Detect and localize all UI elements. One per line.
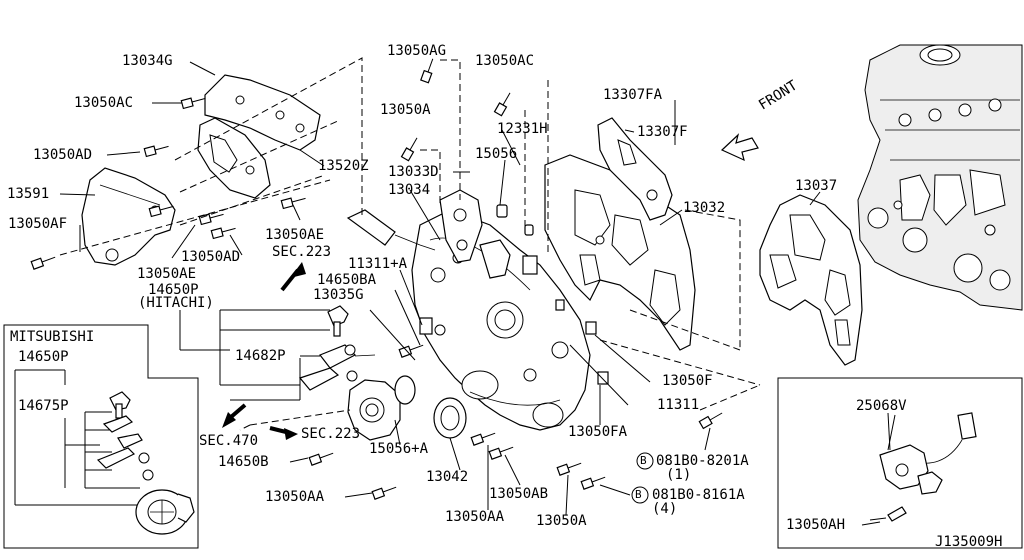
vacuum-pump-hitachi xyxy=(298,305,416,441)
oil-seal-13042 xyxy=(433,397,467,439)
label-14675P: 14675P xyxy=(18,398,69,414)
label-15056: 15056 xyxy=(475,146,518,162)
label-13050AC-left: 13050AC xyxy=(74,95,134,111)
label-13050AF: 13050AF xyxy=(8,216,68,232)
label-14650P-mitsu: 14650P xyxy=(18,349,69,365)
label-13050FA: 13050FA xyxy=(568,424,628,440)
label-14682P: 14682P xyxy=(235,348,286,364)
label-13050F: 13050F xyxy=(662,373,713,389)
bolts xyxy=(30,58,723,500)
gasket-13307F xyxy=(597,117,673,221)
label-sec223-bottom: SEC.223 xyxy=(301,426,361,442)
front-timing-cover xyxy=(411,209,591,431)
label-sec470: SEC.470 xyxy=(199,433,259,449)
label-13050AD-left: 13050AD xyxy=(33,147,93,163)
label-13050AG: 13050AG xyxy=(387,43,447,59)
diagram-id: J135009H xyxy=(935,534,1003,550)
label-13050AA-left: 13050AA xyxy=(265,489,325,505)
label-14650BA: 14650BA xyxy=(317,272,377,288)
label-25068V: 25068V xyxy=(856,398,907,414)
label-14650B: 14650B xyxy=(218,454,269,470)
mitsubishi-inset-box xyxy=(3,324,199,549)
dashed-guide-lines xyxy=(59,57,761,431)
label-11311A: 11311+A xyxy=(348,256,408,272)
small-parts xyxy=(419,204,609,385)
bolt-markers xyxy=(631,452,654,504)
mitsubishi-vacuum-pump-parts xyxy=(96,391,195,535)
cover-13591 xyxy=(81,167,176,266)
label-13050AC-mid: 13050AC xyxy=(475,53,535,69)
label-15056A: 15056+A xyxy=(369,441,429,457)
label-12331H: 12331H xyxy=(497,121,548,137)
chain-tensioner xyxy=(346,209,436,251)
label-13035G: 13035G xyxy=(313,287,364,303)
label-13591: 13591 xyxy=(7,186,50,202)
label-13037: 13037 xyxy=(795,178,838,194)
bolt-marker-2: B xyxy=(635,488,642,501)
label-13042: 13042 xyxy=(426,469,469,485)
label-bolt2-qty: (4) xyxy=(652,501,678,517)
label-hitachi: (HITACHI) xyxy=(138,295,214,311)
label-13050A-top: 13050A xyxy=(380,102,431,118)
leader-lines xyxy=(59,61,891,526)
label-13520Z: 13520Z xyxy=(318,158,369,174)
label-13050AA-bottom: 13050AA xyxy=(445,509,505,525)
label-13033D: 13033D xyxy=(388,164,439,180)
sensor-inset-box xyxy=(777,377,1023,549)
oil-pump-assembly xyxy=(439,189,511,279)
label-13050A-bottom: 13050A xyxy=(536,513,587,529)
label-13032: 13032 xyxy=(683,200,726,216)
label-mitsubishi: MITSUBISHI xyxy=(10,329,95,345)
bolt-marker-1: B xyxy=(640,454,647,467)
label-bolt2-code: 081B0-8161A xyxy=(652,487,745,503)
label-13050AE-mid: 13050AE xyxy=(265,227,325,243)
label-bolt1-qty: (1) xyxy=(666,467,692,483)
label-11311: 11311 xyxy=(657,397,700,413)
label-13034G: 13034G xyxy=(122,53,173,69)
gasket-13037 xyxy=(759,194,863,366)
label-13050AB: 13050AB xyxy=(489,486,549,502)
label-14650P-hitachi: 14650P xyxy=(148,282,199,298)
label-sec223-top: SEC.223 xyxy=(272,244,332,260)
label-13050AH: 13050AH xyxy=(786,517,846,533)
label-13307FA: 13307FA xyxy=(603,87,663,103)
label-13050AE-left: 13050AE xyxy=(137,266,197,282)
label-13034: 13034 xyxy=(388,182,431,198)
label-13050AD-mid: 13050AD xyxy=(181,249,241,265)
label-13307F: 13307F xyxy=(637,124,688,140)
engine-block-illustration xyxy=(857,44,1023,311)
label-bolt1-code: 081B0-8201A xyxy=(656,453,749,469)
direction-arrows xyxy=(222,133,759,440)
